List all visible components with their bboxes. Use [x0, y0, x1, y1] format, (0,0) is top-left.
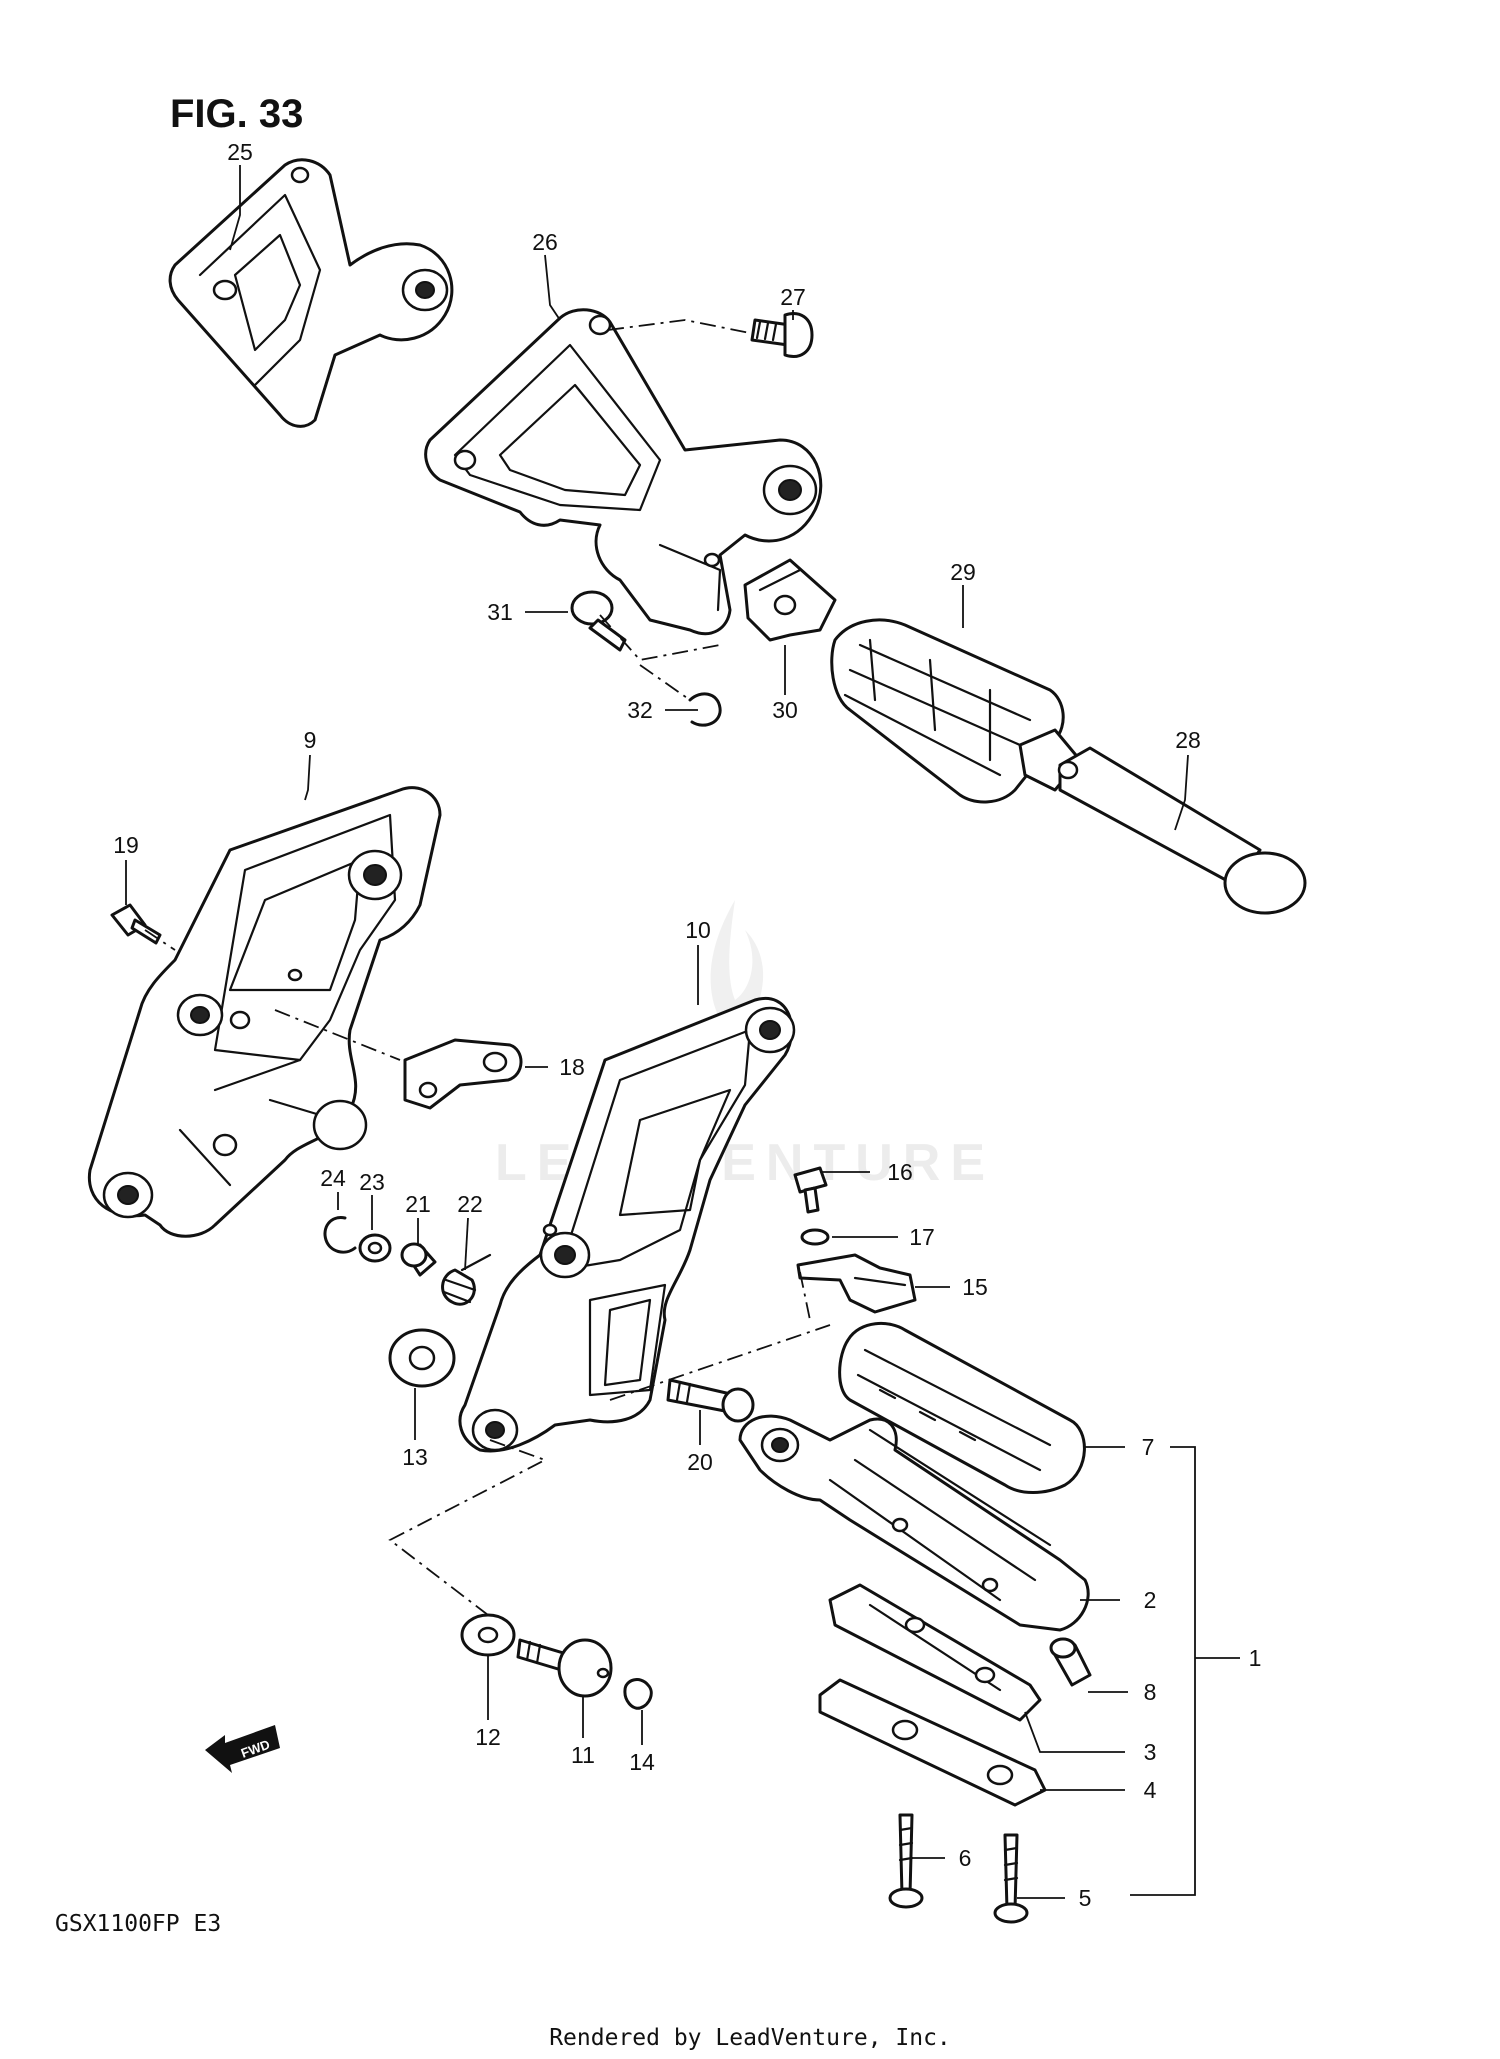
part-22-spring	[441, 1253, 492, 1306]
part-23-washer	[358, 1233, 392, 1263]
model-code: GSX1100FP E3	[55, 1911, 221, 1937]
callout-28: 28	[1175, 727, 1201, 753]
part-31-pin	[570, 590, 627, 652]
callout-8: 8	[1144, 1679, 1157, 1705]
assembly-bracket-1	[1130, 1446, 1240, 1896]
callout-12: 12	[475, 1724, 501, 1750]
callout-4: 4	[1144, 1777, 1157, 1803]
callout-9: 9	[304, 727, 317, 753]
part-29-footrest-rubber	[830, 618, 1065, 804]
part-27-bolt	[750, 312, 814, 358]
part-18-bracket	[403, 1038, 523, 1110]
part-25-bracket	[168, 158, 454, 428]
part-28-footrest	[1018, 728, 1307, 915]
alignment-lines	[144, 319, 831, 1616]
callout-18: 18	[559, 1054, 585, 1080]
callout-labels: 25 26 27 29 31 32 30 28 9 19 10 18 16 24…	[113, 139, 1261, 1911]
part-20-pivot-bolt	[666, 1378, 755, 1423]
callout-23: 23	[359, 1169, 385, 1195]
part-19-bolt	[110, 903, 162, 945]
callout-11: 11	[571, 1742, 595, 1768]
footer-credit: Rendered by LeadVenture, Inc.	[549, 2025, 951, 2051]
callout-3: 3	[1144, 1739, 1157, 1765]
callout-29: 29	[950, 559, 976, 585]
part-7-rubber	[838, 1321, 1086, 1494]
part-5-screw	[993, 1833, 1029, 1924]
part-2-footrest	[738, 1414, 1090, 1632]
callout-26: 26	[532, 229, 558, 255]
callout-5: 5	[1079, 1885, 1092, 1911]
callout-16: 16	[887, 1159, 913, 1185]
part-8-damper	[1049, 1637, 1092, 1687]
callout-2: 2	[1144, 1587, 1157, 1613]
callout-22: 22	[457, 1191, 483, 1217]
callout-1: 1	[1249, 1645, 1262, 1671]
part-21-spacer	[400, 1242, 437, 1277]
part-11-pivot-bolt	[516, 1638, 613, 1698]
fwd-arrow-icon: FWD	[205, 1725, 280, 1773]
part-17-washer	[800, 1228, 830, 1246]
part-3-plate	[828, 1583, 1042, 1722]
part-12-washer	[460, 1613, 516, 1657]
part-6-screw	[888, 1813, 924, 1909]
callout-27: 27	[780, 284, 806, 310]
part-9-holder-plate	[87, 786, 442, 1238]
callout-7: 7	[1142, 1434, 1155, 1460]
callout-32: 32	[627, 697, 653, 723]
part-32-e-clip	[688, 692, 722, 727]
part-26-footrest-bracket	[424, 308, 823, 636]
callout-25: 25	[227, 139, 253, 165]
callout-6: 6	[959, 1845, 972, 1871]
callout-20: 20	[687, 1449, 713, 1475]
leader-lines	[125, 165, 1189, 1899]
callout-30: 30	[772, 697, 798, 723]
callout-15: 15	[962, 1274, 988, 1300]
part-16-bolt	[793, 1166, 828, 1214]
part-24-circlip	[323, 1216, 357, 1254]
callout-14: 14	[629, 1749, 655, 1775]
callout-24: 24	[320, 1165, 346, 1191]
part-13-washer	[388, 1328, 456, 1388]
callout-19: 19	[113, 832, 139, 858]
callout-31: 31	[487, 599, 513, 625]
callout-17: 17	[909, 1224, 935, 1250]
part-14-cap	[623, 1678, 653, 1710]
callout-21: 21	[405, 1191, 431, 1217]
part-10-holder-plate	[458, 996, 796, 1453]
part-30-stopper	[743, 558, 837, 642]
callout-13: 13	[402, 1444, 428, 1470]
callout-10: 10	[685, 917, 711, 943]
part-15-plate	[796, 1253, 917, 1314]
figure-title: FIG. 33	[170, 92, 303, 136]
